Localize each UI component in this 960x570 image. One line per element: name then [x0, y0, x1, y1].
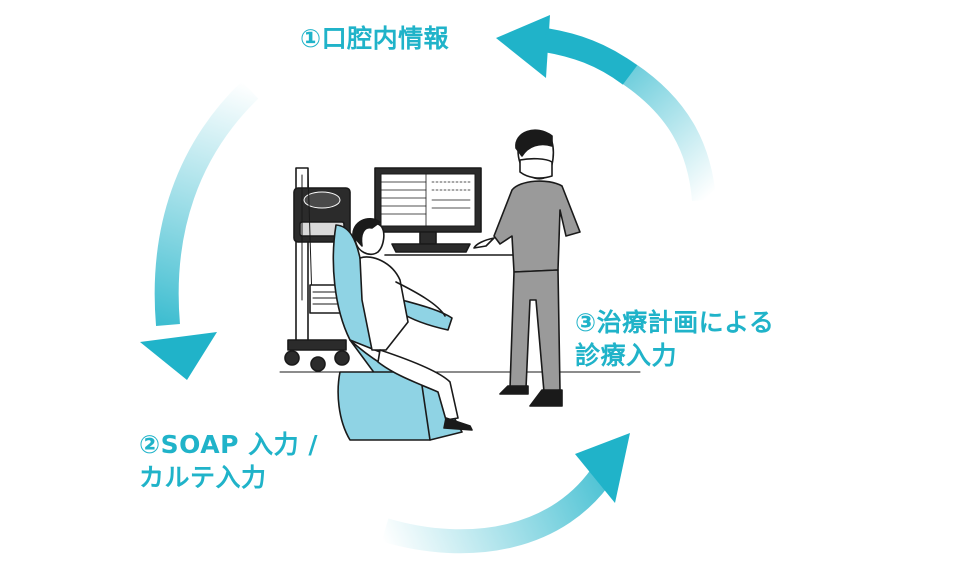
dentist: [473, 129, 581, 407]
step-3-line-1: ③治療計画による: [575, 308, 775, 337]
step-2-line-2: カルテ入力: [139, 463, 267, 492]
dental-illustration: [279, 129, 641, 441]
step-1-label: ①口腔内情報: [300, 22, 449, 55]
step-3-line-2: 診療入力: [575, 341, 678, 370]
dental-chair: [332, 224, 463, 441]
arrow-right-to-step-1: [496, 15, 716, 202]
patient: [352, 218, 473, 431]
step-1-line-1: ①口腔内情報: [300, 24, 450, 53]
step-2-line-1: ②SOAP 入力 /: [139, 430, 318, 459]
arrow-bottom-to-step-3: [381, 433, 630, 554]
step-2-label: ②SOAP 入力 / カルテ入力: [139, 428, 318, 494]
step-3-label: ③治療計画による 診療入力: [575, 306, 774, 372]
monitor: [374, 167, 482, 253]
arrow-left-to-step-2: [140, 81, 259, 380]
